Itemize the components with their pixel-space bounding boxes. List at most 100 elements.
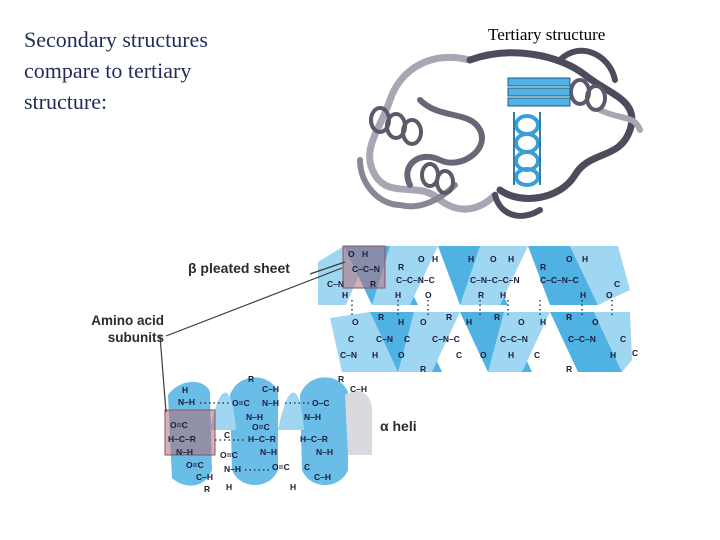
title-line-2: compare to tertiary: [24, 58, 192, 83]
svg-text:H: H: [468, 254, 474, 264]
svg-text:O: O: [566, 254, 573, 264]
svg-text:C: C: [348, 334, 354, 344]
svg-text:O: O: [398, 350, 405, 360]
svg-text:H: H: [226, 482, 232, 492]
svg-text:O: O: [348, 249, 355, 259]
svg-text:H–C–R: H–C–R: [248, 434, 276, 444]
svg-text:R: R: [248, 374, 254, 384]
beta-sheet-hbonds: [351, 300, 613, 318]
svg-text:R: R: [566, 364, 572, 374]
svg-text:C: C: [456, 350, 462, 360]
svg-text:O: O: [490, 254, 497, 264]
svg-text:C–N–C–C–N: C–N–C–C–N: [470, 275, 520, 285]
svg-text:C–N–C: C–N–C: [432, 334, 460, 344]
beta-sheet-strand-bottom: [330, 312, 632, 372]
svg-text:H: H: [395, 290, 401, 300]
svg-text:C–C–N: C–C–N: [352, 264, 380, 274]
svg-text:C: C: [404, 334, 410, 344]
svg-text:R: R: [446, 312, 452, 322]
svg-text:C–H: C–H: [262, 384, 279, 394]
svg-text:H: H: [580, 290, 586, 300]
svg-text:O=C: O=C: [220, 450, 238, 460]
tertiary-structure-title: Tertiary structure: [488, 25, 606, 44]
svg-text:O: O: [420, 317, 427, 327]
beta-sheet-highlight-box: [342, 245, 386, 289]
svg-text:O=C: O=C: [232, 398, 250, 408]
tertiary-blue-sheet: [507, 77, 571, 107]
title-line-1: Secondary structures: [24, 27, 208, 52]
svg-text:N–H: N–H: [262, 398, 279, 408]
svg-text:R: R: [478, 290, 484, 300]
svg-text:N–H: N–H: [260, 447, 277, 457]
svg-text:C–N: C–N: [340, 350, 357, 360]
svg-text:R: R: [540, 262, 546, 272]
svg-text:H: H: [540, 317, 546, 327]
svg-text:C–H: C–H: [350, 384, 367, 394]
alpha-helix-highlight-box: [164, 409, 216, 456]
svg-text:N–H: N–H: [316, 447, 333, 457]
svg-text:C–H: C–H: [314, 472, 331, 482]
svg-text:C–C–N–C: C–C–N–C: [396, 275, 435, 285]
slide-title: Secondary structures compare to tertiary…: [24, 24, 284, 117]
alpha-helix-hbonds: [200, 402, 310, 471]
svg-text:N–H: N–H: [304, 412, 321, 422]
svg-text:N–H: N–H: [246, 412, 263, 422]
svg-text:H: H: [342, 290, 348, 300]
svg-text:C–C–N: C–C–N: [500, 334, 528, 344]
svg-text:O: O: [418, 254, 425, 264]
svg-text:H–C–R: H–C–R: [300, 434, 328, 444]
svg-text:H: H: [432, 254, 438, 264]
svg-text:O=C: O=C: [186, 460, 204, 470]
svg-text:H: H: [582, 254, 588, 264]
svg-text:C–C–N–C: C–C–N–C: [540, 275, 579, 285]
svg-text:R: R: [566, 312, 572, 322]
svg-text:H: H: [508, 350, 514, 360]
svg-text:C: C: [304, 462, 310, 472]
tertiary-ribbon: [357, 47, 643, 219]
callout-lines: [159, 261, 346, 413]
svg-text:C: C: [620, 334, 626, 344]
svg-text:R: R: [494, 312, 500, 322]
svg-text:R: R: [398, 262, 404, 272]
svg-text:N–H: N–H: [176, 447, 193, 457]
svg-text:O: O: [592, 317, 599, 327]
svg-text:C: C: [224, 430, 230, 440]
svg-text:O: O: [606, 290, 613, 300]
beta-pleated-sheet-label: β pleated sheet: [188, 260, 290, 276]
svg-text:C: C: [614, 279, 620, 289]
svg-text:O: O: [425, 290, 432, 300]
svg-text:R: R: [370, 279, 376, 289]
svg-text:H: H: [610, 350, 616, 360]
amino-acid-label-line-2: subunits: [107, 330, 164, 345]
amino-acid-label-line-1: Amino acid: [91, 313, 164, 328]
svg-text:C: C: [632, 348, 638, 358]
svg-text:H–C–R: H–C–R: [168, 434, 196, 444]
svg-text:C–H: C–H: [196, 472, 213, 482]
svg-text:H: H: [508, 254, 514, 264]
svg-text:H: H: [466, 317, 472, 327]
tertiary-helix-coils: [369, 78, 607, 195]
svg-text:H: H: [500, 290, 506, 300]
svg-text:O=C: O=C: [272, 462, 290, 472]
svg-text:R: R: [378, 312, 384, 322]
svg-text:O–C: O–C: [312, 398, 329, 408]
title-line-3: structure:: [24, 89, 108, 114]
svg-text:R: R: [420, 364, 426, 374]
svg-text:H: H: [182, 385, 188, 395]
svg-text:H: H: [290, 482, 296, 492]
svg-text:O=C: O=C: [252, 422, 270, 432]
svg-text:C–N: C–N: [327, 279, 344, 289]
svg-text:R: R: [338, 374, 344, 384]
amino-acid-subunits-label: Amino acid subunits: [80, 312, 164, 346]
svg-text:O: O: [352, 317, 359, 327]
svg-text:C–C–N: C–C–N: [568, 334, 596, 344]
svg-text:O: O: [480, 350, 487, 360]
tertiary-blue-helix: [513, 112, 541, 187]
svg-text:H: H: [398, 317, 404, 327]
alpha-helix-label: α heli: [380, 418, 417, 434]
svg-text:N–H: N–H: [224, 464, 241, 474]
svg-text:C: C: [534, 350, 540, 360]
